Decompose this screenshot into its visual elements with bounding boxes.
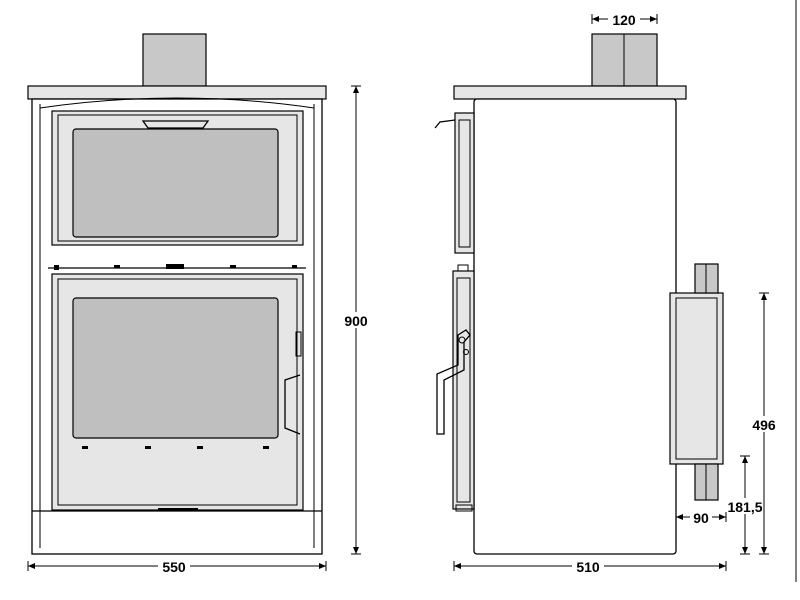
front-flue-pipe <box>142 33 207 87</box>
height-label: 900 <box>344 313 368 329</box>
side-top-plate <box>453 85 687 100</box>
side-latch <box>436 329 471 435</box>
front-width-label: 550 <box>162 559 186 575</box>
rear-outlet-low-dimension: 181,5 <box>727 455 763 555</box>
height-dimension: 900 <box>340 85 372 555</box>
front-divider-mark-3 <box>54 265 59 270</box>
front-top-arc <box>39 97 315 109</box>
side-view <box>434 33 724 555</box>
rear-offset-dimension: 90 <box>676 509 727 526</box>
front-firebox-window <box>72 297 279 439</box>
front-view <box>27 33 327 555</box>
rear-outlet-low-label: 181,5 <box>727 499 762 515</box>
flue-width-dimension: 120 <box>591 11 658 28</box>
side-oven-handle <box>434 119 456 129</box>
front-firebox-inner-frame <box>57 278 298 506</box>
side-rear-outlet-box <box>669 292 724 465</box>
front-body-inner-edge <box>39 104 315 548</box>
side-depth-label: 510 <box>576 559 600 575</box>
side-firebox-door <box>452 270 475 510</box>
front-width-dimension: 550 <box>27 558 327 575</box>
front-top-plate <box>27 85 327 100</box>
front-divider-mark-2 <box>230 265 236 268</box>
front-ash-slot <box>158 508 198 511</box>
front-oven-handle <box>141 120 210 129</box>
rear-outlet-height-dimension: 496 <box>749 292 779 555</box>
front-oven-inner-frame <box>57 114 298 242</box>
front-divider-mark-1 <box>114 265 120 268</box>
front-vent-mark-1 <box>82 446 88 449</box>
front-firebox-latch <box>284 374 301 435</box>
flue-width-label: 120 <box>612 12 636 28</box>
front-oven-window <box>72 128 279 238</box>
rear-outlet-height-label: 496 <box>752 417 776 433</box>
front-vent-mark-4 <box>263 446 269 449</box>
front-vent-mark-3 <box>197 446 203 449</box>
side-body <box>473 98 677 555</box>
front-divider-knob <box>166 264 184 269</box>
side-oven-door <box>454 112 475 254</box>
side-depth-dimension: 510 <box>453 558 727 575</box>
front-hinge <box>295 331 302 357</box>
front-vent-mark-2 <box>145 446 151 449</box>
front-divider-mark-4 <box>292 265 297 268</box>
rear-offset-label: 90 <box>693 510 709 526</box>
